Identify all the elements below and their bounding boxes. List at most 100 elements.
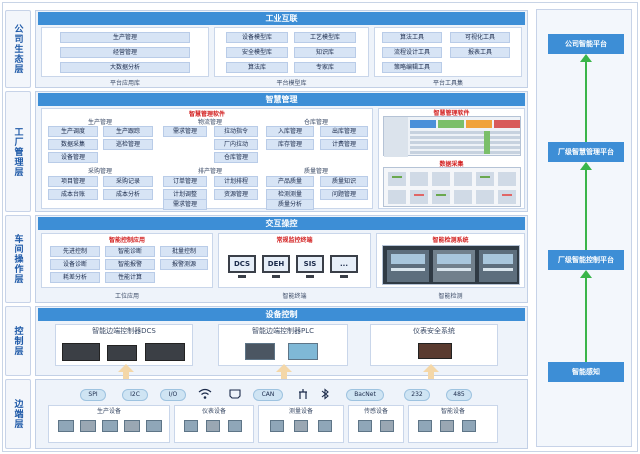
models-caption: 平台模型库 (276, 80, 307, 87)
app-function: 性能计算 (105, 272, 155, 283)
device-image (418, 420, 432, 432)
up-arrow (423, 364, 439, 382)
side-label-factory-text: 工厂管理层 (12, 126, 23, 177)
protocol-i2c: I2C (122, 389, 148, 401)
model-item: 算法库 (226, 62, 288, 73)
monitor-stand (238, 275, 246, 278)
monitor-terminal-title: 常规监控终端 (276, 237, 313, 244)
company-bar: 工业互联 (38, 12, 525, 25)
dcs-title: 智能边端控制器DCS (92, 327, 156, 335)
protocol-io: I/O (160, 389, 186, 401)
factory-control-platform-box: 厂级智能控制平台 (548, 250, 624, 270)
device-group-sensor (348, 405, 404, 443)
apps-caption: 平台应用库 (109, 80, 140, 87)
plc-unit-1 (245, 343, 275, 360)
purchase-item: 成本分析 (103, 189, 153, 200)
app-item: 大数据分析 (60, 62, 190, 73)
up-arrow-green (580, 162, 592, 250)
monitor-stand (340, 275, 348, 278)
workshop-bar: 交互操控 (38, 217, 525, 230)
safety-unit (418, 343, 452, 359)
monitor-stand (306, 275, 314, 278)
safety-panel (370, 324, 498, 366)
model-item: 知识库 (294, 47, 356, 58)
wifi-icon (198, 388, 212, 402)
side-label-control-text: 控制层 (12, 326, 23, 356)
schedule-item: 资源管理 (214, 189, 258, 200)
control-bar: 设备控制 (38, 308, 525, 321)
group-title: 仓库管理 (303, 119, 328, 126)
model-item: 设备模型库 (226, 32, 288, 43)
model-item: 安全模型库 (226, 47, 288, 58)
production-item: 巡检管理 (103, 139, 153, 150)
detect-system-title: 智能检测系统 (432, 237, 469, 244)
side-label-control: 控制层 (5, 306, 31, 376)
usb-icon (296, 388, 310, 402)
side-label-edge-text: 边端层 (12, 399, 23, 429)
device-image (80, 420, 96, 432)
device-image (124, 420, 140, 432)
monitor-stand (272, 275, 280, 278)
logistics-item: 仓库管理 (214, 152, 258, 163)
dcs-cabinet-2 (107, 345, 137, 361)
model-item: 工艺模型库 (294, 32, 356, 43)
logistics-item: 厂内拉动 (214, 139, 258, 150)
warehouse-item: 入库管理 (266, 126, 314, 137)
company-platform-box: 公司智能平台 (548, 34, 624, 54)
bluetooth-icon (318, 388, 332, 402)
tool-item: 可视化工具 (450, 32, 510, 43)
side-label-company: 公司生态层 (5, 10, 31, 88)
purchase-item: 采购记录 (103, 176, 153, 187)
app-function: 先进控制 (50, 246, 100, 257)
more-monitor: ... (330, 255, 358, 273)
warehouse-item: 出库管理 (320, 126, 368, 137)
device-group-title: 仪表设备 (201, 408, 226, 415)
data-collection-screenshot (383, 167, 521, 207)
control-app-caption: 工位应用 (114, 293, 139, 300)
up-arrow-green (580, 270, 592, 362)
side-label-edge: 边端层 (5, 379, 31, 449)
quality-item: 质量知识 (320, 176, 368, 187)
group-title: 质量管理 (303, 168, 328, 175)
up-arrow (118, 364, 134, 382)
screenshot-graphic (384, 117, 520, 157)
model-item: 专家库 (294, 62, 356, 73)
screenshot-graphic (388, 172, 516, 204)
app-function: 设备诊断 (50, 259, 100, 270)
side-label-workshop: 车间操作层 (5, 215, 31, 303)
quality-item: 质量分析 (266, 199, 314, 210)
screen1-title: 智慧管理软件 (433, 110, 470, 117)
device-image (462, 420, 476, 432)
screen2-title: 数据采集 (439, 161, 464, 168)
app-function: 批量控制 (160, 246, 208, 257)
quality-item: 产品质量 (266, 176, 314, 187)
management-software-title: 智慧管理软件 (188, 111, 225, 118)
production-item: 生产跟踪 (103, 126, 153, 137)
factory-management-platform-box: 厂级智慧管理平台 (548, 142, 624, 162)
app-function: 报警测源 (160, 259, 208, 270)
purchase-item: 项目管理 (48, 176, 98, 187)
screenshot-graphic (387, 250, 517, 282)
smart-sensing-box: 智能感知 (548, 362, 624, 382)
production-item: 数据采集 (48, 139, 98, 150)
tool-item: 流程设计工具 (382, 47, 442, 58)
side-label-company-text: 公司生态层 (12, 24, 23, 74)
tool-item: 策略编辑工具 (382, 62, 442, 73)
schedule-item: 订单管理 (163, 176, 207, 187)
dcs-monitor: DCS (228, 255, 256, 273)
device-image (294, 420, 308, 432)
device-group-title: 测量设备 (288, 408, 313, 415)
device-group-title: 生产设备 (96, 408, 121, 415)
device-image (380, 420, 394, 432)
protocol-485: 485 (446, 389, 472, 401)
safety-title: 仪表安全系统 (413, 327, 455, 335)
detect-system-caption: 智能检测 (438, 293, 463, 300)
protocol-can: CAN (253, 389, 283, 401)
app-function: 智能报警 (105, 259, 155, 270)
tool-item: 报表工具 (450, 47, 510, 58)
detect-system-screenshot (382, 245, 520, 285)
plc-unit-2 (288, 343, 318, 360)
device-image (318, 420, 332, 432)
dcs-cabinet-1 (62, 343, 100, 361)
device-image (358, 420, 372, 432)
